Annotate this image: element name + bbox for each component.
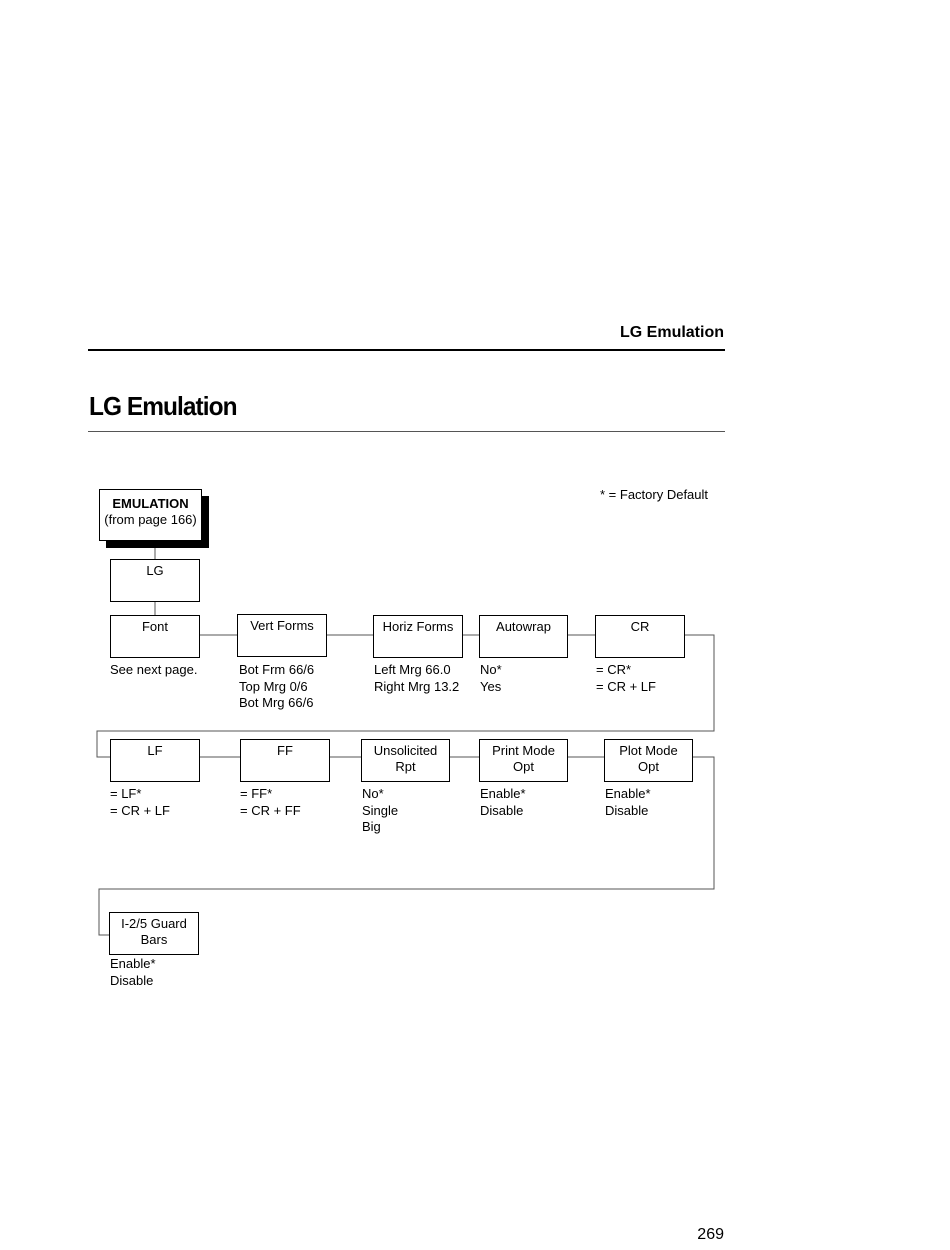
autowrap-box: Autowrap bbox=[479, 615, 568, 658]
guard-bars-options: Enable* Disable bbox=[110, 956, 156, 989]
print-mode-opt-options: Enable* Disable bbox=[480, 786, 526, 819]
vert-forms-options: Bot Frm 66/6 Top Mrg 0/6 Bot Mrg 66/6 bbox=[239, 662, 314, 712]
vert-forms-box: Vert Forms bbox=[237, 614, 327, 657]
option-item: No* bbox=[480, 662, 502, 677]
ff-box: FF bbox=[240, 739, 330, 782]
connector-wrap-row2-row3 bbox=[98, 756, 715, 936]
option-item: Single bbox=[362, 802, 399, 818]
print-mode-opt-label-line2: Opt bbox=[513, 759, 534, 774]
font-options: See next page. bbox=[110, 662, 197, 679]
horiz-forms-label: Horiz Forms bbox=[382, 619, 454, 634]
ff-options: = FF* = CR + FF bbox=[240, 786, 301, 819]
option-item: Right Mrg 13.2 bbox=[374, 678, 460, 694]
option-item: Bot Mrg 66/6 bbox=[239, 695, 314, 710]
page-number: 269 bbox=[697, 1226, 724, 1243]
cr-options: = CR* = CR + LF bbox=[596, 662, 656, 695]
lg-label: LG bbox=[146, 563, 164, 578]
factory-default-legend: * = Factory Default bbox=[600, 487, 709, 502]
unsolicited-rpt-options: No* Single Big bbox=[362, 786, 398, 836]
cr-box: CR bbox=[595, 615, 685, 658]
page-title: LG Emulation bbox=[89, 391, 238, 421]
plot-mode-opt-options: Enable* Disable bbox=[605, 786, 651, 819]
header-rule bbox=[88, 349, 725, 351]
ff-label: FF bbox=[277, 743, 293, 758]
option-item: = FF* bbox=[240, 786, 273, 801]
plot-mode-opt-label-line2: Opt bbox=[638, 759, 659, 774]
option-item: Disable bbox=[605, 802, 649, 818]
plot-mode-opt-box: Plot Mode Opt bbox=[604, 739, 693, 782]
guard-bars-label-line2: Bars bbox=[140, 932, 168, 947]
option-item: Bot Frm 66/6 bbox=[239, 662, 315, 677]
option-item: = LF* bbox=[110, 786, 142, 801]
cr-label: CR bbox=[630, 619, 650, 634]
lf-options: = LF* = CR + LF bbox=[110, 786, 170, 819]
plot-mode-opt-label-line1: Plot Mode bbox=[619, 743, 678, 758]
option-item: Enable* bbox=[480, 786, 526, 801]
horiz-forms-options: Left Mrg 66.0 Right Mrg 13.2 bbox=[374, 662, 459, 695]
unsolicited-rpt-label-line2: Rpt bbox=[395, 759, 416, 774]
option-item: Yes bbox=[480, 678, 502, 694]
option-item: Big bbox=[362, 819, 381, 834]
option-item: = CR + LF bbox=[110, 802, 170, 818]
option-item: No* bbox=[362, 786, 384, 801]
autowrap-options: No* Yes bbox=[480, 662, 502, 695]
print-mode-opt-box: Print Mode Opt bbox=[479, 739, 568, 782]
unsolicited-rpt-label-line1: Unsolicited bbox=[373, 743, 438, 758]
vert-forms-label: Vert Forms bbox=[250, 618, 314, 633]
option-item: = CR + FF bbox=[240, 802, 301, 818]
guard-bars-label-line1: I-2/5 Guard bbox=[121, 916, 187, 931]
option-item: = CR + LF bbox=[596, 678, 656, 694]
title-rule bbox=[88, 431, 725, 432]
option-item: Enable* bbox=[605, 786, 651, 801]
lg-box: LG bbox=[110, 559, 200, 602]
option-item: Disable bbox=[110, 972, 154, 988]
emulation-subtitle: (from page 166) bbox=[104, 512, 197, 527]
option-item: Top Mrg 0/6 bbox=[239, 678, 308, 694]
horiz-forms-box: Horiz Forms bbox=[373, 615, 463, 658]
running-header-title: LG Emulation bbox=[620, 324, 724, 341]
font-label: Font bbox=[141, 619, 168, 634]
option-item: Disable bbox=[480, 802, 524, 818]
lf-label: LF bbox=[147, 743, 163, 758]
option-item: Left Mrg 66.0 bbox=[374, 662, 451, 677]
lf-box: LF bbox=[110, 739, 200, 782]
option-item: See next page. bbox=[110, 662, 198, 677]
option-item: Enable* bbox=[110, 956, 156, 971]
font-box: Font bbox=[110, 615, 200, 658]
guard-bars-box: I-2/5 Guard Bars bbox=[109, 912, 199, 955]
unsolicited-rpt-box: Unsolicited Rpt bbox=[361, 739, 450, 782]
emulation-box: EMULATION (from page 166) bbox=[99, 489, 202, 541]
emulation-title: EMULATION bbox=[112, 496, 189, 511]
connector-wrap-row1-row2 bbox=[96, 634, 715, 758]
option-item: = CR* bbox=[596, 662, 632, 677]
print-mode-opt-label-line1: Print Mode bbox=[492, 743, 555, 758]
autowrap-label: Autowrap bbox=[496, 619, 551, 634]
